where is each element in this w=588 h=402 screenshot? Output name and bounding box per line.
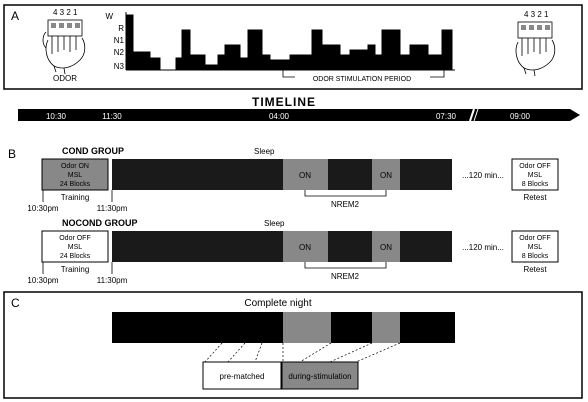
nocond-on-block-1: [283, 231, 328, 262]
cond-sleep-label: Sleep: [254, 147, 275, 156]
nocond-training-line-3: 24 Blocks: [60, 253, 91, 260]
pre-matched-label: pre-matched: [220, 372, 265, 381]
nocond-sleep-bar: [112, 231, 452, 262]
cond-retest-line-1: Odor OFF: [519, 163, 551, 170]
matching-connectors: [204, 342, 401, 363]
cond-on-block-2: [372, 159, 400, 190]
pre-matched-box: [202, 361, 282, 390]
cond-training-line-2: MSL: [68, 172, 83, 179]
timeline: TIMELINE 10:30 11:30 04:00 07:30 09:00: [18, 95, 580, 122]
cond-sleep-start-time: 11:30pm: [97, 204, 128, 213]
timeline-tick-2: 11:30: [102, 112, 122, 121]
right-olfactometer-hand-icon: 4 3 2 1: [515, 10, 556, 77]
panel-a-label: A: [11, 9, 19, 23]
nocond-on-label-2: ON: [380, 243, 392, 252]
stage-label-n1: N1: [114, 36, 125, 45]
nocond-training-line-2: MSL: [68, 244, 83, 251]
nocond-nrem-label: NREM2: [331, 272, 360, 281]
nocond-retest-line-1: Odor OFF: [519, 235, 551, 242]
nocond-sleep-start-time: 11:30pm: [97, 276, 128, 285]
cond-retest-box: [511, 158, 559, 191]
nocond-start-time: 10:30pm: [27, 276, 58, 285]
cond-on-label-1: ON: [299, 171, 311, 180]
timeline-arrow: [18, 109, 580, 121]
cond-nrem-label: NREM2: [331, 200, 360, 209]
nocond-group-row: NOCOND GROUP Sleep Odor OFF MSL 24 Block…: [27, 218, 559, 285]
cond-nrem-bracket: [304, 190, 387, 197]
panel-c-label: C: [11, 296, 20, 310]
cond-on-label-2: ON: [380, 171, 392, 180]
cond-retest-line-2: MSL: [528, 172, 543, 179]
nocond-training-line-1: Odor OFF: [59, 235, 91, 242]
nocond-on-label-1: ON: [299, 243, 311, 252]
cond-start-time: 10:30pm: [27, 204, 58, 213]
panel-a: A 4 3 2 1 ODOR 4 3 2 1: [3, 4, 583, 90]
during-stimulation-label: during-stimulation: [288, 372, 351, 381]
cond-training-line-1: Odor ON: [61, 163, 89, 170]
right-device-numbers: 4 3 2 1: [524, 10, 549, 19]
timeline-tick-1: 10:30: [46, 112, 67, 121]
panel-b: B COND GROUP Sleep Odor ON MSL 24 Blocks…: [8, 146, 559, 285]
nocond-retest-box: [511, 230, 559, 263]
complete-night-title: Complete night: [244, 298, 311, 309]
timeline-tick-5: 09:00: [510, 112, 531, 121]
cond-gap-label: ...120 min...: [462, 171, 504, 180]
timeline-tick-4: 07:30: [436, 112, 457, 121]
nocond-group-name: NOCOND GROUP: [62, 218, 138, 228]
nocond-training-box: [41, 230, 109, 263]
nocond-nrem-bracket: [304, 262, 387, 269]
cond-training-label: Training: [61, 193, 90, 202]
cond-training-box: [41, 158, 109, 191]
odor-label: ODOR: [53, 74, 77, 83]
cond-training-line-3: 24 Blocks: [60, 181, 91, 188]
panel-b-label: B: [8, 147, 16, 161]
nocond-retest-line-3: 8 Blocks: [522, 253, 549, 260]
cond-retest-label: Retest: [523, 193, 547, 202]
timeline-title: TIMELINE: [252, 95, 316, 109]
hypnogram: W R N1 N2 N3: [105, 12, 455, 71]
stimulation-block-2: [372, 312, 400, 343]
cond-sleep-bar: [112, 159, 452, 190]
nocond-training-label: Training: [61, 265, 90, 274]
cond-on-block-1: [283, 159, 328, 190]
left-device-numbers: 4 3 2 1: [53, 8, 78, 17]
left-olfactometer-hand-icon: 4 3 2 1: [42, 8, 86, 75]
timeline-tick-3: 04:00: [269, 112, 290, 121]
nocond-gap-label: ...120 min...: [462, 243, 504, 252]
cond-group-row: COND GROUP Sleep Odor ON MSL 24 Blocks O…: [27, 146, 559, 213]
stage-label-n2: N2: [114, 48, 125, 57]
stimulation-period-label: ODOR STIMULATION PERIOD: [313, 76, 411, 83]
cond-group-name: COND GROUP: [62, 146, 124, 156]
nocond-retest-label: Retest: [523, 265, 547, 274]
cond-retest-line-3: 8 Blocks: [522, 181, 549, 188]
stimulation-block-1: [283, 312, 331, 343]
stage-label-r: R: [118, 24, 124, 33]
panel-c: C Complete night pre-matched during-stim…: [3, 291, 583, 399]
nocond-retest-line-2: MSL: [528, 244, 543, 251]
stage-label-n3: N3: [114, 62, 125, 71]
stage-label-w: W: [105, 12, 113, 21]
nocond-on-block-2: [372, 231, 400, 262]
during-stimulation-box: [281, 361, 359, 390]
nocond-sleep-label: Sleep: [264, 219, 285, 228]
hypnogram-trace: [126, 14, 453, 71]
